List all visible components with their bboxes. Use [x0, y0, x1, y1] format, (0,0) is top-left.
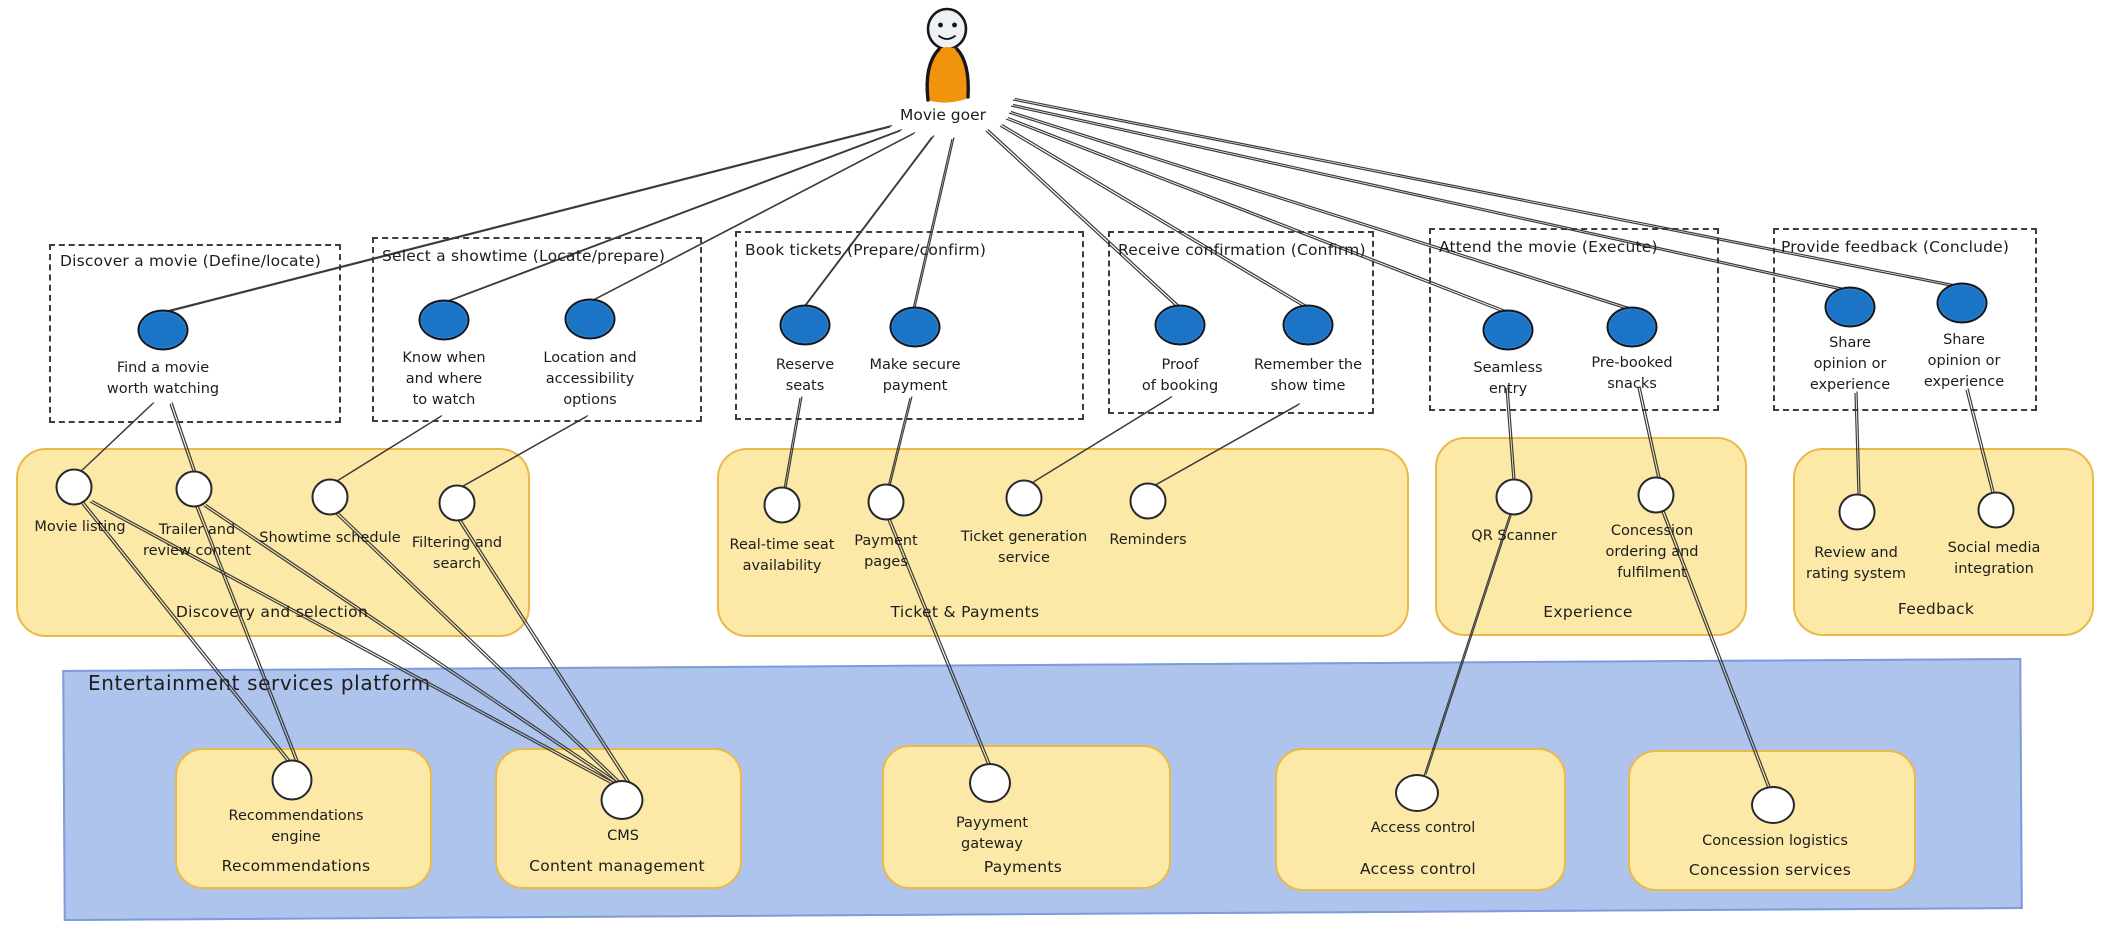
service-node-realtime-seat: [763, 486, 801, 524]
service-label-review-rating: Review and rating system: [1806, 545, 1906, 582]
platform-group-payments-box: [882, 745, 1171, 889]
platform-group-access-control-box: [1275, 748, 1566, 891]
goal-label-find-movie: Find a movie worth watching: [106, 360, 220, 397]
platform-service-label-recommendations-engine: Recommendations engine: [228, 808, 364, 845]
goal-label-seamless-entry: Seamless entry: [1473, 360, 1543, 397]
stage-title-discover: Discover a movie (Define/locate): [60, 252, 322, 270]
goal-label-share-opinion-2: Share opinion or experience: [1923, 332, 2005, 390]
platform-service-label-payment-gateway: Payyment gateway: [955, 815, 1029, 852]
service-node-concession-ordering: [1637, 476, 1675, 514]
platform-group-label-content-management: Content management: [529, 857, 705, 875]
service-node-review-rating: [1838, 493, 1876, 531]
platform-group-label-recommendations: Recommendations: [221, 857, 371, 875]
platform-group-label-access-control: Access control: [1360, 860, 1476, 878]
platform-title: Entertainment services platform: [88, 671, 431, 695]
movie-goer-figure: [885, 4, 1015, 110]
goal-node-reserve-seats: [779, 304, 831, 346]
platform-node-recommendations-engine: [271, 759, 313, 801]
movie-goer-label: Movie goer: [899, 106, 987, 124]
service-label-filtering-search: Filtering and search: [411, 535, 503, 572]
service-label-ticket-generation: Ticket generation service: [960, 529, 1088, 566]
goal-node-proof-of-booking: [1154, 304, 1206, 346]
goal-label-secure-payment: Make secure payment: [869, 357, 961, 394]
service-label-showtime-schedule: Showtime schedule: [259, 530, 401, 546]
service-group-feedback-box: [1793, 448, 2094, 636]
platform-group-label-concession-services: Concession services: [1688, 861, 1852, 879]
service-label-trailer-review: Trailer and review content: [142, 522, 252, 559]
stage-title-receive-confirmation: Receive confirmation (Confirm): [1118, 241, 1366, 259]
group-label-experience: Experience: [1543, 603, 1633, 621]
platform-node-concession-logistics: [1751, 786, 1795, 824]
service-node-payment-pages: [867, 483, 905, 521]
service-node-reminders: [1129, 482, 1167, 520]
goal-node-share-opinion-2: [1936, 282, 1988, 324]
goal-label-prebooked-snacks: Pre-booked snacks: [1591, 355, 1673, 392]
goal-label-location-accessibility: Location and accessibility options: [543, 350, 637, 408]
goal-node-secure-payment: [889, 306, 941, 348]
goal-node-prebooked-snacks: [1606, 306, 1658, 348]
service-label-reminders: Reminders: [1109, 532, 1187, 548]
service-label-payment-pages: Payment pages: [854, 533, 918, 570]
goal-node-know-when: [418, 299, 470, 341]
platform-service-label-concession-logistics: Concession logistics: [1702, 833, 1848, 849]
goal-label-remember-showtime: Remember the show time: [1253, 357, 1363, 394]
platform-node-cms: [600, 780, 644, 820]
service-node-trailer-review: [175, 470, 213, 508]
person-icon: [925, 7, 970, 103]
group-label-feedback: Feedback: [1897, 600, 1975, 618]
platform-service-label-cms: CMS: [607, 828, 639, 844]
goal-label-know-when: Know when and where to watch: [402, 350, 486, 408]
goal-node-remember-showtime: [1282, 304, 1334, 346]
goal-label-reserve-seats: Reserve seats: [775, 357, 835, 394]
service-label-qr-scanner: QR Scanner: [1471, 528, 1557, 544]
stage-title-select-showtime: Select a showtime (Locate/prepare): [382, 247, 666, 265]
platform-service-label-access-control: Access control: [1370, 820, 1476, 836]
stage-title-book-tickets: Book tickets (Prepare/confirm): [745, 241, 987, 259]
service-label-realtime-seat: Real-time seat availability: [729, 537, 835, 574]
service-label-concession-ordering: Concession ordering and fulfilment: [1605, 523, 1699, 581]
service-node-qr-scanner: [1495, 478, 1533, 516]
service-node-social-media: [1977, 491, 2015, 529]
goal-node-seamless-entry: [1482, 309, 1534, 351]
service-node-movie-listing: [55, 468, 93, 506]
platform-node-access-control: [1395, 774, 1439, 812]
goal-label-proof-of-booking: Proof of booking: [1141, 357, 1219, 394]
group-label-ticket-payments: Ticket & Payments: [890, 603, 1040, 621]
goal-node-share-opinion-1: [1824, 286, 1876, 328]
service-label-movie-listing: Movie listing: [34, 519, 126, 535]
goal-node-find-movie: [137, 309, 189, 351]
service-node-ticket-generation: [1005, 479, 1043, 517]
service-node-showtime-schedule: [311, 478, 349, 516]
goal-node-location-accessibility: [564, 298, 616, 340]
platform-node-payment-gateway: [969, 763, 1011, 803]
platform-group-label-payments: Payments: [983, 858, 1063, 876]
group-label-discovery: Discovery and selection: [175, 603, 369, 621]
goal-label-share-opinion-1: Share opinion or experience: [1809, 335, 1891, 393]
service-label-social-media: Social media integration: [1947, 540, 2041, 577]
stage-title-attend-movie: Attend the movie (Execute): [1439, 238, 1658, 256]
service-node-filtering-search: [438, 484, 476, 522]
stage-title-provide-feedback: Provide feedback (Conclude): [1781, 238, 2010, 256]
